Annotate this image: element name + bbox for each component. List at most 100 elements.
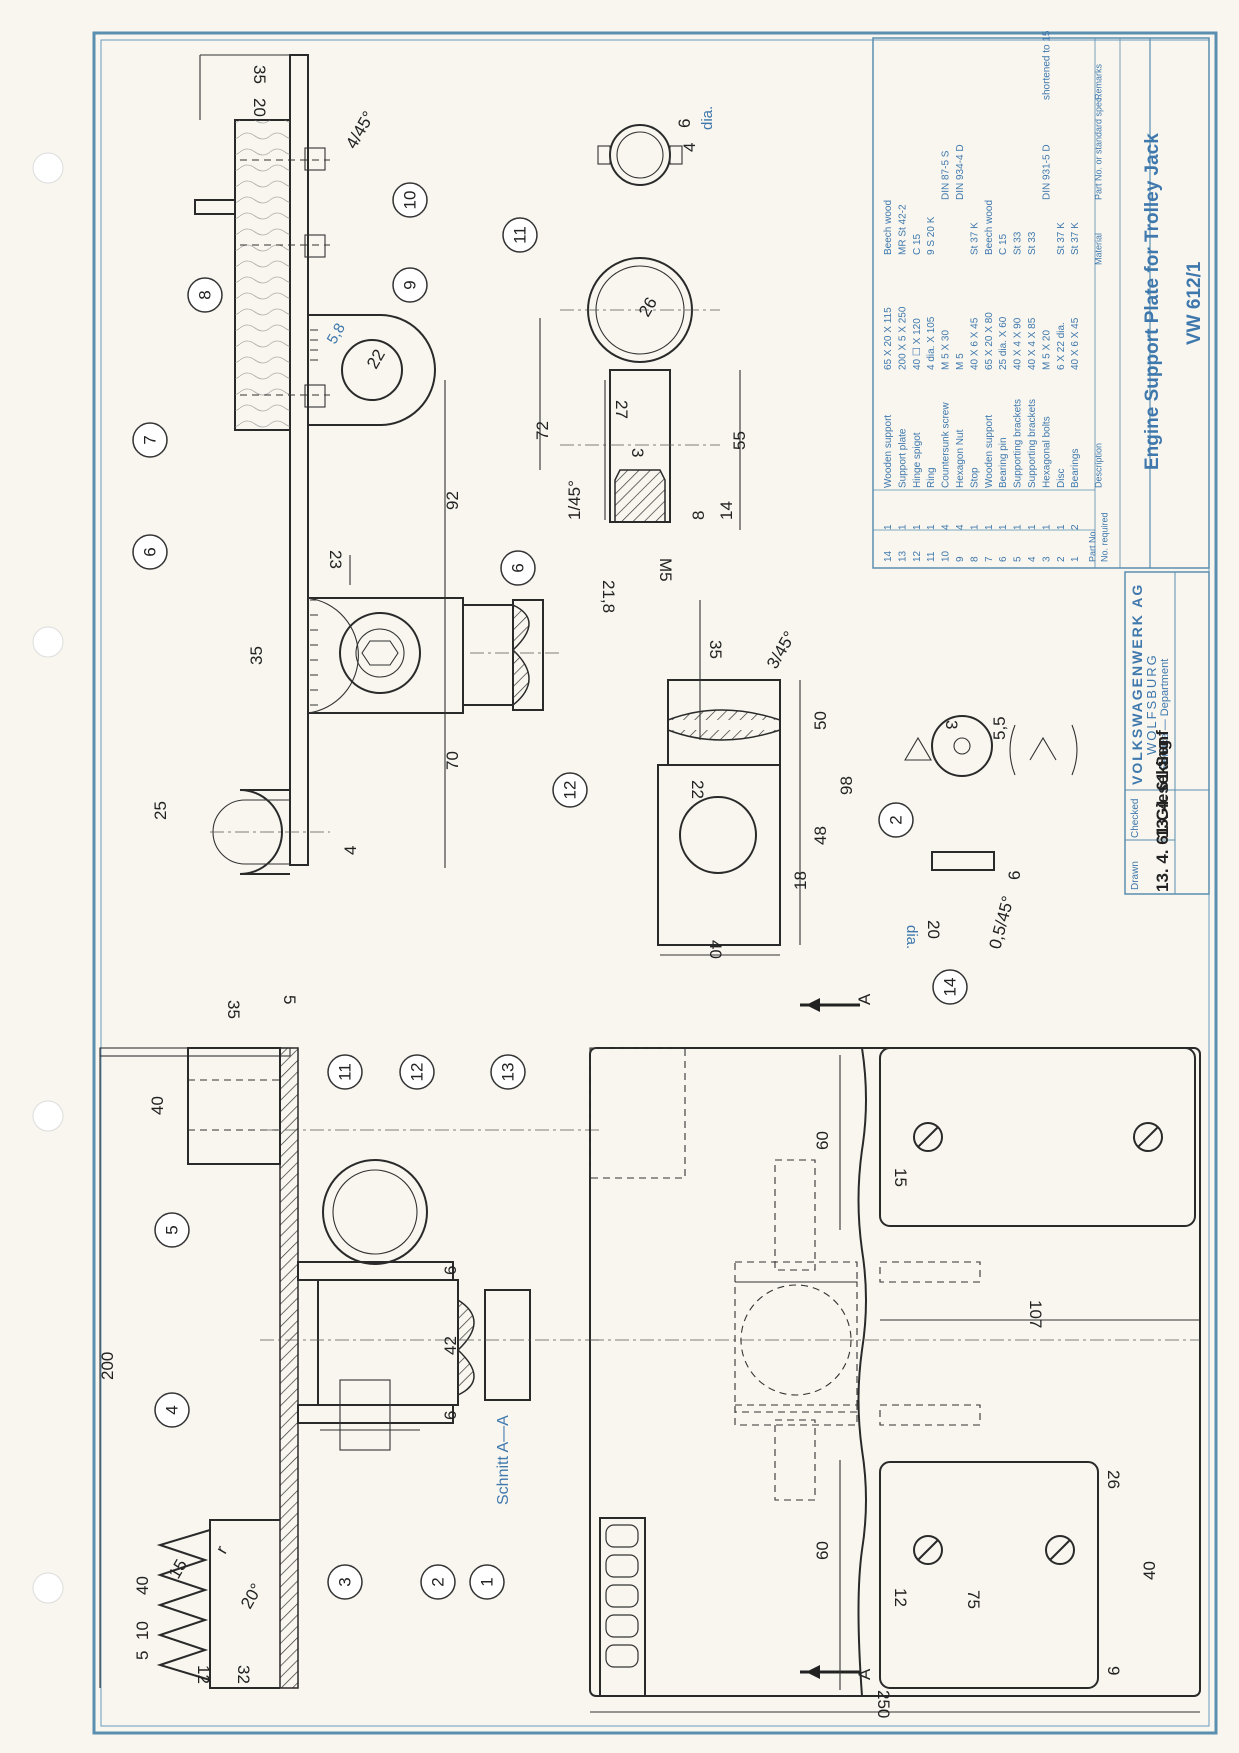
dim-20-top: 20 (250, 98, 269, 117)
punch-hole (32, 1572, 64, 1604)
parts-row-material: Beech wood (883, 200, 894, 255)
parts-header-remarks: Remarks (1094, 63, 1104, 100)
section-a-a-view (99, 1047, 600, 1689)
dim-200: 200 (98, 1352, 117, 1380)
svg-text:3: 3 (336, 1577, 355, 1586)
dim-r: r (212, 1542, 231, 1557)
part-balloon-3: 3 (327, 1564, 363, 1600)
dim-6-disc: 6 (1005, 871, 1024, 880)
dim-15-plan: 15 (891, 1168, 910, 1187)
parts-row-material: C 15 (998, 233, 1009, 255)
svg-text:12: 12 (561, 781, 580, 800)
parts-row-qty: 1 (984, 524, 995, 530)
parts-row-part-no: 6 (998, 556, 1009, 562)
drawing-frame (92, 31, 1218, 1735)
bearing-pin-detail (560, 369, 741, 530)
parts-row-size: 40 X 6 X 45 (1070, 317, 1081, 370)
dim-27: 27 (612, 400, 631, 419)
dim-35-bearing: 35 (247, 646, 266, 665)
dim-55: 55 (730, 431, 749, 450)
parts-row-qty: 4 (941, 524, 952, 530)
parts-row-standard: DIN 87-5 S (941, 150, 952, 200)
parts-row-standard: DIN 934-4 D (955, 144, 966, 200)
part-balloon-14: 14 (932, 969, 968, 1005)
part-balloon-2: 2 (420, 1564, 456, 1600)
parts-row-size: 40 X 4 X 85 (1027, 317, 1038, 370)
top-view-assembly (194, 54, 560, 875)
parts-row-size: 6 X 22 dia. (1056, 322, 1067, 370)
parts-row-part-no: 3 (1041, 556, 1052, 562)
parts-row-description: Support plate (897, 428, 908, 488)
drawing-number: VW 612/1 (1184, 261, 1205, 345)
dim-48: 48 (811, 826, 830, 845)
drawn-value: 13. 4. 61 Gieseking (1153, 740, 1172, 892)
punch-hole (32, 152, 64, 184)
dim-20-deg: 20° (237, 1580, 266, 1612)
dim-6-a: 6 (441, 1266, 460, 1275)
part-balloon-4: 4 (154, 1392, 190, 1428)
parts-row-part-no: 7 (984, 556, 995, 562)
dim-40-zigzag: 40 (133, 1576, 152, 1595)
dim-60-bottom: 60 (813, 1541, 832, 1560)
parts-row-description: Wooden support (984, 415, 995, 488)
dim-5-5: 5,5 (990, 716, 1009, 740)
parts-row-material: St 37 K (1070, 222, 1081, 255)
dim-8: 8 (689, 511, 708, 520)
parts-row-size: M 5 X 20 (1041, 330, 1052, 370)
parts-row-standard: DIN 931-5 D (1041, 144, 1052, 200)
dim-3-45: 3/45° (763, 628, 799, 672)
dim-0-5-45: 0,5/45° (986, 894, 1018, 951)
parts-row-description: Bearings (1070, 449, 1081, 488)
dia-label-ring: dia. (699, 106, 716, 130)
parts-row-qty: 1 (998, 524, 1009, 530)
part-balloon-11a: 11 (502, 217, 538, 253)
parts-row-qty: 1 (1027, 524, 1038, 530)
dim-35-section: 35 (224, 1000, 243, 1019)
parts-row-part-no: 12 (912, 550, 923, 562)
parts-row-description: Supporting brackets (1013, 399, 1024, 488)
dim-26-ring: 26 (635, 294, 661, 320)
parts-row-qty: 4 (955, 524, 966, 530)
dim-m5: M5 (656, 558, 675, 582)
part-balloon-12b: 12 (399, 1054, 435, 1090)
dim-23: 23 (326, 550, 345, 569)
dim-32: 32 (234, 1665, 253, 1684)
parts-row-material: St 37 K (969, 222, 980, 255)
dim-6-b: 6 (441, 1411, 460, 1420)
part-balloon-5: 5 (154, 1212, 190, 1248)
dim-20-disc: 20 (924, 920, 943, 939)
dim-5-8-dia: 5,8 (324, 320, 349, 347)
dim-35-top: 35 (250, 65, 269, 84)
dim-92: 92 (443, 491, 462, 510)
dim-9: 9 (1104, 1666, 1123, 1675)
punch-hole (32, 626, 64, 658)
svg-text:8: 8 (196, 290, 215, 299)
parts-row-qty: 1 (912, 524, 923, 530)
parts-row-qty: 1 (1041, 524, 1052, 530)
parts-row-material: 9 S 20 K (926, 216, 937, 255)
parts-row-size: 25 dia. X 60 (998, 316, 1009, 370)
parts-row-material: MR St 42-2 (897, 204, 908, 255)
parts-row-part-no: 5 (1013, 556, 1024, 562)
svg-text:4: 4 (163, 1405, 182, 1414)
dim-35-spigot: 35 (706, 640, 725, 659)
section-marker-bottom: A (855, 1668, 874, 1680)
parts-row-size: M 5 X 30 (941, 330, 952, 370)
dim-40-plan: 40 (1140, 1561, 1159, 1580)
dim-5-section: 5 (280, 995, 299, 1004)
parts-row-size: M 5 (955, 353, 966, 370)
checked-value: 13. 4. 61 Senf (1153, 730, 1172, 838)
svg-text:14: 14 (941, 978, 960, 997)
company-name: VOLKSWAGENWERK AG (1129, 583, 1145, 785)
parts-row-qty: 1 (1013, 524, 1024, 530)
parts-row-part-no: 13 (897, 550, 908, 562)
parts-row-description: Stop (969, 467, 980, 488)
parts-row-material: Beech wood (984, 200, 995, 255)
dim-40: 40 (706, 940, 725, 959)
section-label: Schnitt A—A (495, 1415, 512, 1505)
dim-98: 98 (837, 776, 856, 795)
parts-row-material: St 33 (1013, 231, 1024, 255)
dim-70: 70 (443, 751, 462, 770)
